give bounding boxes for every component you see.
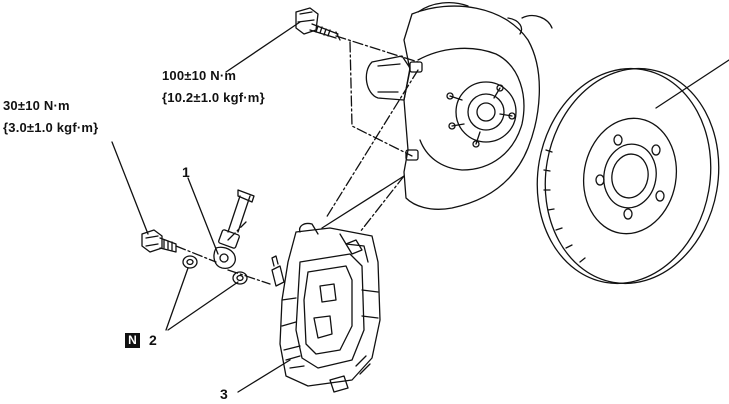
new-part-badge: N [125,333,140,348]
torque-upper-nm: 100±10 N·m [162,68,237,83]
torque-left-kgf: {3.0±1.0 kgf·m} [3,120,99,135]
caliper-mount-bolt [295,7,341,41]
union-bolt [141,229,177,253]
part-label-1: 1 [182,164,190,180]
gasket-washers [182,255,248,285]
alignment-lines [175,35,419,285]
steering-knuckle [365,1,553,210]
brake-disc [536,59,729,285]
brake-hose [213,189,255,269]
part-label-2: 2 [149,332,157,348]
brake-caliper [271,222,381,393]
torque-left-nm: 30±10 N·m [3,98,70,113]
part-label-3: 3 [220,386,228,402]
torque-upper-kgf: {10.2±1.0 kgf·m} [162,90,265,105]
leader-lines [111,21,405,393]
